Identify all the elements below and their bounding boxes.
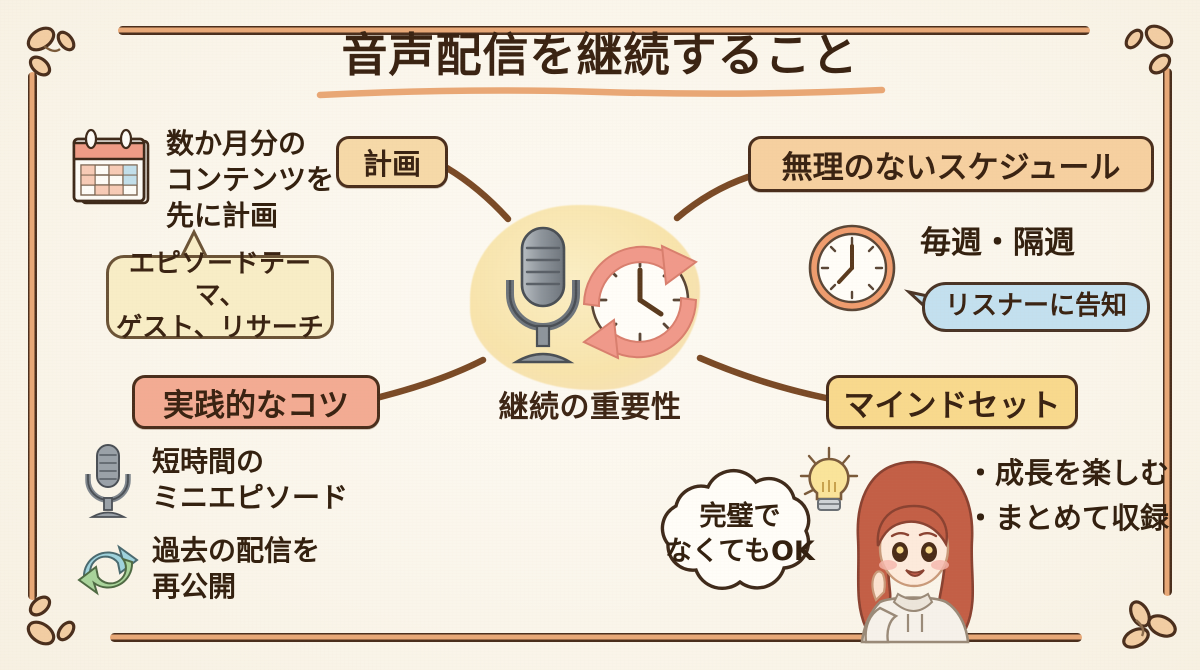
- frame-top-bar: [118, 26, 1090, 35]
- frame-bottom-bar: [110, 633, 1082, 642]
- plan-description: 数か月分の コンテンツを 先に計画: [166, 127, 335, 232]
- schedule-description: 毎週・隔週: [920, 225, 1075, 261]
- connector-mindset: [696, 354, 830, 402]
- frame-right-bar: [1163, 68, 1172, 596]
- connector-schedule: [673, 173, 752, 222]
- pill-schedule[interactable]: 無理のないスケジュール: [748, 136, 1154, 192]
- thought-cloud-icon: [660, 468, 811, 590]
- pill-tips[interactable]: 実践的なコツ: [132, 375, 380, 429]
- tips-item-0-text: 短時間の ミニエピソード: [152, 445, 349, 514]
- cycle-arrows-icon: [582, 244, 698, 360]
- pill-plan[interactable]: 計画: [336, 136, 448, 188]
- mindset-thought-text: 完璧で なくてもOK: [665, 501, 815, 567]
- mindset-bullet-0: ・成長を楽しむ: [966, 456, 1170, 490]
- corner-leaf-ornament-bottom-left: [26, 595, 76, 646]
- frame-left-bar: [28, 72, 37, 600]
- corner-leaf-ornament-top-right: [1124, 24, 1174, 75]
- schedule-bubble-text: リスナーに告知: [944, 291, 1127, 322]
- center-hub-label: 継続の重要性: [498, 390, 682, 425]
- connector-plan: [443, 164, 512, 223]
- plan-bubble-text: エピソードテーマ、 ゲスト、リサーチ: [116, 249, 324, 343]
- woman-character-icon: [856, 460, 975, 644]
- calendar-icon: [72, 128, 150, 205]
- microphone-icon: [506, 226, 580, 364]
- corner-leaf-ornament-bottom-right: [1122, 600, 1177, 649]
- connector-tips: [372, 356, 487, 402]
- pill-mindset[interactable]: マインドセット: [826, 375, 1078, 429]
- recycle-arrows-icon: [77, 544, 139, 596]
- lightbulb-icon: [799, 446, 859, 511]
- title-underline: [316, 86, 886, 99]
- plan-bubble: エピソードテーマ、 ゲスト、リサーチ: [106, 249, 334, 343]
- mindset-bullet-1: ・まとめて収録: [966, 501, 1170, 535]
- corner-leaf-ornament-top-left: [26, 26, 76, 77]
- tips-microphone-icon: [85, 444, 131, 518]
- schedule-bubble: リスナーに告知: [922, 282, 1150, 332]
- tips-item-1-text: 過去の配信を 再公開: [152, 534, 321, 603]
- schedule-clock-icon: [808, 224, 896, 312]
- page-title: 音声配信を継続すること: [341, 28, 859, 82]
